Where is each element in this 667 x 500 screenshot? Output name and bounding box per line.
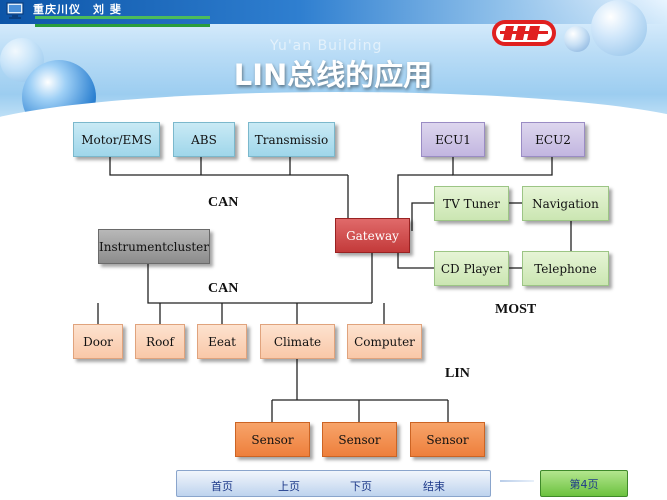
node-computer: Computer bbox=[347, 324, 422, 359]
node-sensor: Sensor bbox=[235, 422, 310, 457]
nav-first-page[interactable]: 首页 bbox=[211, 480, 233, 493]
node-door: Door bbox=[73, 324, 123, 359]
nav-prev-page[interactable]: 上页 bbox=[278, 480, 300, 493]
node-cd-player: CD Player bbox=[434, 251, 509, 286]
nav-decor bbox=[500, 480, 534, 482]
node-sensor: Sensor bbox=[322, 422, 397, 457]
slide-header: 重庆川仪 刘 斐 Yu'an Building bbox=[0, 0, 667, 135]
bus-label-lin: LIN bbox=[445, 366, 470, 381]
node-sensor: Sensor bbox=[410, 422, 485, 457]
node-climate: Climate bbox=[260, 324, 335, 359]
node-ecu2: ECU2 bbox=[521, 122, 585, 157]
top-strip-accent bbox=[35, 16, 210, 19]
node-telephone: Telephone bbox=[522, 251, 609, 286]
nav-next-page[interactable]: 下页 bbox=[350, 480, 372, 493]
node-gateway: Gateway bbox=[335, 218, 410, 253]
decor-bubble bbox=[564, 26, 590, 52]
page-indicator: 第4页 bbox=[540, 470, 628, 497]
author-tag: 重庆川仪 刘 斐 bbox=[33, 3, 122, 16]
node-tv-tuner: TV Tuner bbox=[434, 186, 509, 221]
node-navigation: Navigation bbox=[522, 186, 609, 221]
header-watermark: Yu'an Building bbox=[270, 38, 383, 54]
bus-label-can: CAN bbox=[208, 281, 239, 296]
node-motor-ems: Motor/EMS bbox=[73, 122, 160, 157]
slide-title: LIN总线的应用 bbox=[233, 58, 433, 92]
nav-end[interactable]: 结束 bbox=[423, 480, 445, 493]
node-ecu1: ECU1 bbox=[421, 122, 485, 157]
bus-label-most: MOST bbox=[495, 302, 537, 317]
decor-bubble bbox=[591, 0, 647, 56]
top-strip bbox=[0, 0, 667, 24]
node-roof: Roof bbox=[135, 324, 185, 359]
node-transmission: Transmissio bbox=[248, 122, 335, 157]
node-instrumentcluster: Instrumentcluster bbox=[98, 229, 210, 264]
node-abs: ABS bbox=[173, 122, 235, 157]
top-strip-accent-line bbox=[35, 24, 210, 27]
node-eat: Eeat bbox=[197, 324, 247, 359]
company-logo bbox=[492, 20, 556, 46]
slide-nav-bar: 首页 上页 下页 结束 bbox=[176, 470, 491, 497]
computer-icon bbox=[6, 2, 24, 19]
bus-label-can: CAN bbox=[208, 195, 239, 210]
